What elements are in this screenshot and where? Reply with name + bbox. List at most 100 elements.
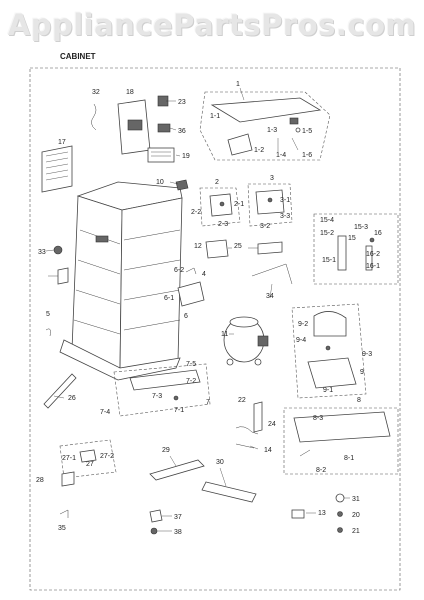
callout: 22 <box>238 397 246 404</box>
callout: 15 <box>348 235 356 242</box>
callout: 13 <box>318 510 326 517</box>
callout: 19 <box>182 153 190 160</box>
wire-33 <box>91 103 97 131</box>
callout: 4 <box>202 271 206 278</box>
callout: 16-2 <box>366 251 380 258</box>
part-5-shape <box>45 328 51 337</box>
callout: 23 <box>178 99 186 106</box>
callout: 8-1 <box>344 455 354 462</box>
callout: 9-2 <box>298 321 308 328</box>
callout: 9-3 <box>362 351 372 358</box>
callout: 32 <box>92 89 100 96</box>
callout: 25 <box>234 243 242 250</box>
callout: 15-2 <box>320 230 334 237</box>
callout: 16 <box>374 230 382 237</box>
callout-labels: 1 1-1 1-2 1-3 1-4 1-5 1-6 2 2-1 2-2 2-3 … <box>36 81 382 536</box>
callout: 6-1 <box>164 295 174 302</box>
callout: 3-1 <box>280 197 290 204</box>
callout: 33 <box>38 249 46 256</box>
part-4-shape <box>185 267 197 275</box>
part-22-shape <box>253 401 263 433</box>
callout: 2 <box>215 179 219 186</box>
callout: 2-3 <box>218 221 228 228</box>
callout: 7 <box>206 399 210 406</box>
part-7-assembly <box>113 363 211 417</box>
callout: 9-1 <box>323 387 333 394</box>
callout: 7-1 <box>174 407 184 414</box>
callout: 7-3 <box>152 393 162 400</box>
callout: 24 <box>268 421 276 428</box>
callout: 11 <box>221 331 228 338</box>
callout: 16-1 <box>366 263 380 270</box>
part-29-shape <box>57 267 69 285</box>
part-37-shape <box>157 123 171 133</box>
callout: 26 <box>68 395 76 402</box>
callout: 29 <box>162 447 170 454</box>
manual-18 <box>117 99 151 155</box>
callout: 7-4 <box>100 409 110 416</box>
callout: 17 <box>58 139 66 146</box>
callout: 3-3 <box>280 213 290 220</box>
callout: 2-1 <box>234 201 244 208</box>
callout: 30 <box>216 459 224 466</box>
callout: 3-2 <box>260 223 270 230</box>
watermark: AppliancePartsPros.com <box>7 8 417 42</box>
part-32-shape <box>335 493 345 503</box>
part-28-shape <box>61 471 75 487</box>
callout: 21 <box>352 528 360 535</box>
callout: 15-1 <box>322 257 336 264</box>
callout: 9 <box>360 369 364 376</box>
callout: 15-4 <box>320 217 334 224</box>
refrigerator-cabinet <box>59 181 183 381</box>
callout: 5 <box>46 311 50 318</box>
callout: 8 <box>357 397 361 404</box>
callout: 15-3 <box>354 224 368 231</box>
part-8-assembly <box>283 407 399 475</box>
part-12-shape <box>205 239 229 259</box>
compressor-11 <box>223 316 269 366</box>
panel-17 <box>41 145 73 193</box>
callout: 2-2 <box>191 209 201 216</box>
section-title: CABINET <box>60 52 96 61</box>
callout: 7-2 <box>186 378 196 385</box>
part-14-shape <box>235 443 255 449</box>
callout: 12 <box>194 243 202 250</box>
callout: 8-2 <box>316 467 326 474</box>
callout: 7-5 <box>186 361 196 368</box>
part-13-shape <box>291 509 305 519</box>
part-39-shape <box>150 527 158 535</box>
callout: 37 <box>174 514 182 521</box>
callout: 18 <box>126 89 134 96</box>
callout: 1-6 <box>302 152 312 159</box>
callout: 36 <box>178 128 186 135</box>
callout: 27 <box>86 461 94 468</box>
callout: 35 <box>58 525 66 532</box>
part-20-shape <box>337 511 343 517</box>
part-24-shape <box>235 426 259 435</box>
callout: 20 <box>352 512 360 519</box>
part-27-assembly <box>59 439 117 479</box>
callout: 1-5 <box>302 128 312 135</box>
part-9-assembly <box>291 303 367 399</box>
diagram-frame <box>29 67 401 591</box>
callout: 38 <box>174 529 182 536</box>
part-34-shape <box>53 245 63 255</box>
callout: 1 <box>236 81 240 88</box>
part-15-16-assembly <box>313 213 399 285</box>
callout: 34 <box>266 293 274 300</box>
part-26-shape <box>43 373 77 409</box>
part-3-assembly <box>247 183 293 227</box>
part-2-assembly <box>199 187 241 227</box>
part-38-shape <box>149 509 163 523</box>
part-1-assembly <box>199 91 331 161</box>
callout: 8-3 <box>313 415 323 422</box>
callout: 3 <box>270 175 274 182</box>
callout: 1-4 <box>276 152 286 159</box>
callout: 10 <box>156 179 164 186</box>
callout: 31 <box>352 496 360 503</box>
callout: 28 <box>36 477 44 484</box>
rail-30 <box>149 459 205 481</box>
label-19-shape <box>147 147 175 163</box>
callout: 1-3 <box>267 127 277 134</box>
